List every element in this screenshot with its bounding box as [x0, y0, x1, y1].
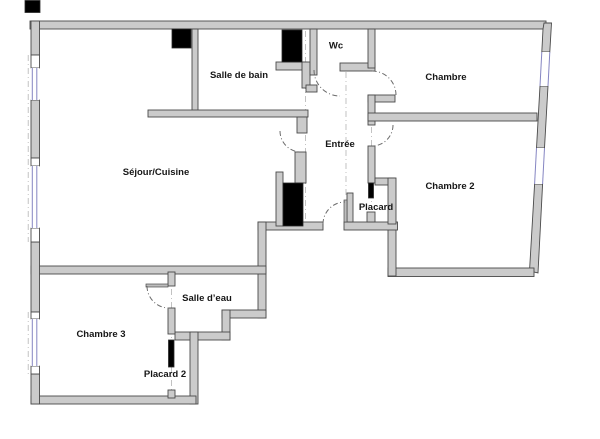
left-wall-seg4 [30, 373, 40, 405]
door-arc-entree-bottom [322, 201, 346, 225]
doors [145, 69, 397, 309]
window-left-1 [30, 68, 40, 100]
window-jamb [30, 365, 40, 375]
top-right-corner [541, 22, 552, 53]
entree-right-wall-lower [367, 145, 376, 184]
left-wall-seg1 [30, 20, 40, 56]
placard-left-wall [346, 192, 354, 223]
door-arc-wc [313, 69, 341, 97]
door-leaf-entree-bottom [343, 199, 348, 223]
left-wall-seg2 [30, 99, 40, 159]
room-label-placard2: Placard 2 [144, 369, 186, 380]
room-label-entree: Entrée [325, 139, 355, 150]
sejour-divider-leg [296, 116, 308, 134]
chambre3-partition-stub [167, 389, 176, 399]
duct-top-left-corner [24, 0, 41, 13]
placard2-door-bar [168, 339, 175, 368]
duct-side-wall [275, 171, 284, 227]
room-label-salle-de-bain: Salle de bain [210, 70, 268, 81]
salledebain-right-stub [305, 84, 318, 93]
interior-walls [147, 28, 538, 399]
wc-right-wall [367, 28, 376, 69]
chambre-chambre2-partition [367, 112, 538, 122]
right-slant-wall-low [529, 183, 544, 274]
door-arc-chambre [371, 70, 397, 96]
window-jamb [30, 311, 40, 320]
window-right-2 [534, 147, 545, 185]
sejour-divider-lower [294, 151, 307, 184]
right-slant-wall-mid [536, 85, 549, 149]
duct-top-wall [171, 28, 192, 49]
door-leaf-salledeau [145, 283, 169, 288]
placard-right-wall [387, 177, 397, 225]
sejour-bottom-wall [30, 265, 267, 275]
windows [30, 51, 551, 375]
door-arc-chambre2 [371, 124, 394, 147]
chambre3-partition-mid [167, 307, 176, 335]
left-wall-seg3 [30, 241, 40, 313]
room-label-salledeau: Salle d’eau [182, 293, 232, 304]
top-wall [29, 20, 547, 30]
chambre2-left-wall [387, 227, 397, 277]
duct-entree [282, 182, 304, 227]
room-label-chambre3: Chambre 3 [76, 329, 125, 340]
window-jamb [30, 54, 40, 69]
placard-door-bar [368, 182, 374, 199]
wc-left-wall [309, 28, 318, 76]
entree-right-wall-mid [367, 94, 376, 126]
room-label-placard: Placard [359, 202, 394, 213]
door-arc-sejour-entree [279, 130, 302, 153]
salledebain-left-wall [191, 28, 199, 116]
placard2-right-wall [189, 331, 199, 405]
placard-divider-stub [366, 211, 376, 223]
window-jamb [30, 157, 40, 167]
ducts [24, 0, 374, 368]
room-label-sejour: Séjour/Cuisine [123, 167, 190, 178]
room-label-wc: Wc [329, 41, 343, 52]
window-right-1 [539, 51, 551, 87]
salledebain-right-wall [301, 61, 311, 89]
window-left-3 [30, 319, 40, 366]
step-wall-3 [174, 331, 231, 341]
room-labels: Wc Salle de bain Chambre Séjour/Cuisine … [76, 41, 474, 381]
room-label-chambre: Chambre [425, 72, 466, 83]
chambre3-partition-upper [167, 271, 176, 287]
salledebain-bottom-wall [147, 109, 309, 118]
room-label-chambre2: Chambre 2 [425, 181, 474, 192]
window-left-2 [30, 166, 40, 228]
chambre2-bottom-wall [387, 267, 535, 277]
window-jamb [30, 227, 40, 243]
duct-wc [281, 29, 303, 63]
door-arc-salledeau [146, 285, 170, 309]
